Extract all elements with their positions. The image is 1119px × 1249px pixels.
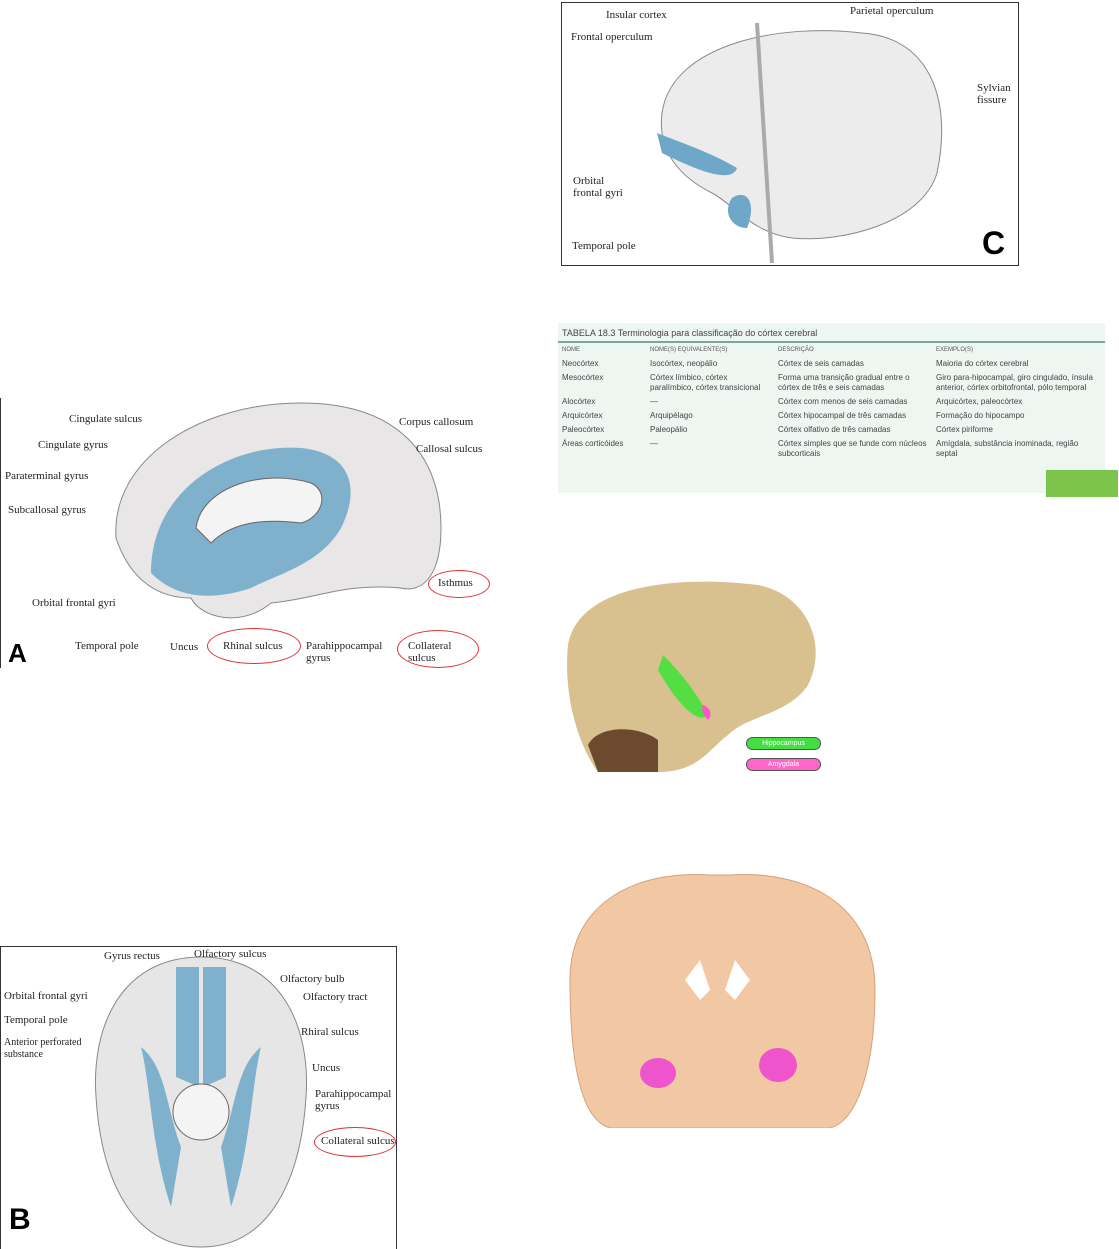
label: Gyrus rectus xyxy=(104,950,160,962)
cell: — xyxy=(650,397,658,406)
col-header: NOME(S) EQUIVALENTE(S) xyxy=(650,347,728,353)
cell: Córtex olfativo de três camadas xyxy=(778,425,891,434)
label: Paraterminal gyrus xyxy=(5,470,89,482)
label: Uncus xyxy=(312,1062,341,1074)
figure-b-ventral-brain: Gyrus rectus Olfactory sulcus Olfactory … xyxy=(0,946,397,1249)
lateral-brain-drawing xyxy=(657,22,943,264)
red-circle xyxy=(314,1127,396,1157)
label: Parahippocampal gyrus xyxy=(306,640,383,664)
cell: Arquicórtex xyxy=(562,411,603,420)
cell: Arquipélago xyxy=(650,411,693,420)
cortex-terminology-table: TABELA 18.3 Terminologia para classifica… xyxy=(558,323,1105,493)
figure-letter: C xyxy=(982,225,1006,261)
label: Temporal pole xyxy=(572,240,636,252)
cell: Giro para-hipocampal, giro cingulado, ín… xyxy=(936,373,1093,392)
figure-a-medial-brain: Cingulate sulcus Cingulate gyrus Parater… xyxy=(0,398,491,668)
col-header: DESCRIÇÃO xyxy=(778,347,814,353)
table-row: Mesocórtex Córtex límbico, córtex paralím… xyxy=(558,371,1105,395)
label: Cingulate gyrus xyxy=(38,439,108,451)
medial-brain-drawing xyxy=(115,402,442,619)
label: Olfactory bulb xyxy=(280,973,345,985)
hippocampus-photo xyxy=(558,575,820,772)
figure-letter: B xyxy=(9,1203,31,1236)
cell: Áreas corticóides xyxy=(562,439,624,448)
label: Parahippocampal gyrus xyxy=(315,1088,392,1112)
label: Parietal operculum xyxy=(850,5,934,17)
red-circle xyxy=(207,628,301,664)
table-row: Alocórtex — Córtex com menos de seis camad… xyxy=(558,395,1105,409)
cell: Paleopálio xyxy=(650,425,688,434)
cell: Córtex hipocampal de três camadas xyxy=(778,411,907,420)
label: Olfactory tract xyxy=(303,991,368,1003)
green-marker xyxy=(1046,470,1118,497)
label: Anterior perforated substance xyxy=(4,1037,82,1060)
table-row: Áreas corticóides — Córtex simples que se … xyxy=(558,437,1105,461)
label: Orbital frontal gyri xyxy=(4,990,88,1002)
cell: Córtex de seis camadas xyxy=(778,359,864,368)
label: Callosal sulcus xyxy=(416,443,483,455)
label: Orbital frontal gyri xyxy=(573,175,623,199)
cell: Amígdala, substância inominada, região s… xyxy=(936,439,1079,458)
figure-letter: A xyxy=(8,638,27,668)
label: Frontal operculum xyxy=(571,31,653,43)
cell: Córtex piriforme xyxy=(936,425,993,434)
label: Corpus callosum xyxy=(399,416,474,428)
brain-photo-drawing xyxy=(567,581,816,772)
cell: Paleocórtex xyxy=(562,425,605,434)
figure-c-lateral-brain: Insular cortex Frontal operculum Parieta… xyxy=(561,2,1019,266)
cell: Córtex simples que se funde com núcleos … xyxy=(778,439,927,458)
cell: Formação do hipocampo xyxy=(936,411,1025,420)
table-row: Neocórtex Isocórtex, neopálio Córtex de se… xyxy=(558,357,1105,371)
table-title: TABELA 18.3 Terminologia para classifica… xyxy=(558,323,1105,343)
label: Subcallosal gyrus xyxy=(8,504,86,516)
table-header: NOME NOME(S) EQUIVALENTE(S) DESCRIÇÃO EX… xyxy=(558,343,1105,357)
coronal-section-photo xyxy=(560,870,880,1128)
table-row: Arquicórtex Arquipélago Córtex hipocampal … xyxy=(558,409,1105,423)
label: Olfactory sulcus xyxy=(194,948,267,960)
cell: Neocórtex xyxy=(562,359,599,368)
cell: Isocórtex, neopálio xyxy=(650,359,718,368)
label: Orbital frontal gyri xyxy=(32,597,116,609)
ventral-brain-drawing xyxy=(94,956,308,1248)
cell: Córtex com menos de seis camadas xyxy=(778,397,908,406)
red-circle xyxy=(428,570,490,598)
cell: Mesocórtex xyxy=(562,373,604,382)
col-header: NOME xyxy=(562,347,580,353)
label: Cingulate sulcus xyxy=(69,413,143,425)
cell: — xyxy=(650,439,658,448)
label: Sylvian fissure xyxy=(977,82,1011,106)
cell: Córtex límbico, córtex paralímbico, córt… xyxy=(650,373,761,392)
label: Temporal pole xyxy=(75,640,139,652)
red-circle xyxy=(397,630,479,668)
label: Uncus xyxy=(170,641,199,653)
coronal-drawing xyxy=(569,873,876,1128)
table-row: Paleocórtex Paleopálio Córtex olfativo de … xyxy=(558,423,1105,437)
cell: Forma uma transição gradual entre o córt… xyxy=(778,373,910,392)
label: Insular cortex xyxy=(606,9,667,21)
label: Temporal pole xyxy=(4,1014,68,1026)
cell: Maioria do córtex cerebral xyxy=(936,359,1029,368)
label: Rhiral sulcus xyxy=(301,1026,359,1038)
cell: Arquicórtex, paleocórtex xyxy=(936,397,1023,406)
cell: Alocórtex xyxy=(562,397,596,406)
col-header: EXEMPLO(S) xyxy=(936,347,974,353)
amygdala-tag: Amygdala xyxy=(746,758,821,771)
hippocampus-tag: Hippocampus xyxy=(746,737,821,750)
